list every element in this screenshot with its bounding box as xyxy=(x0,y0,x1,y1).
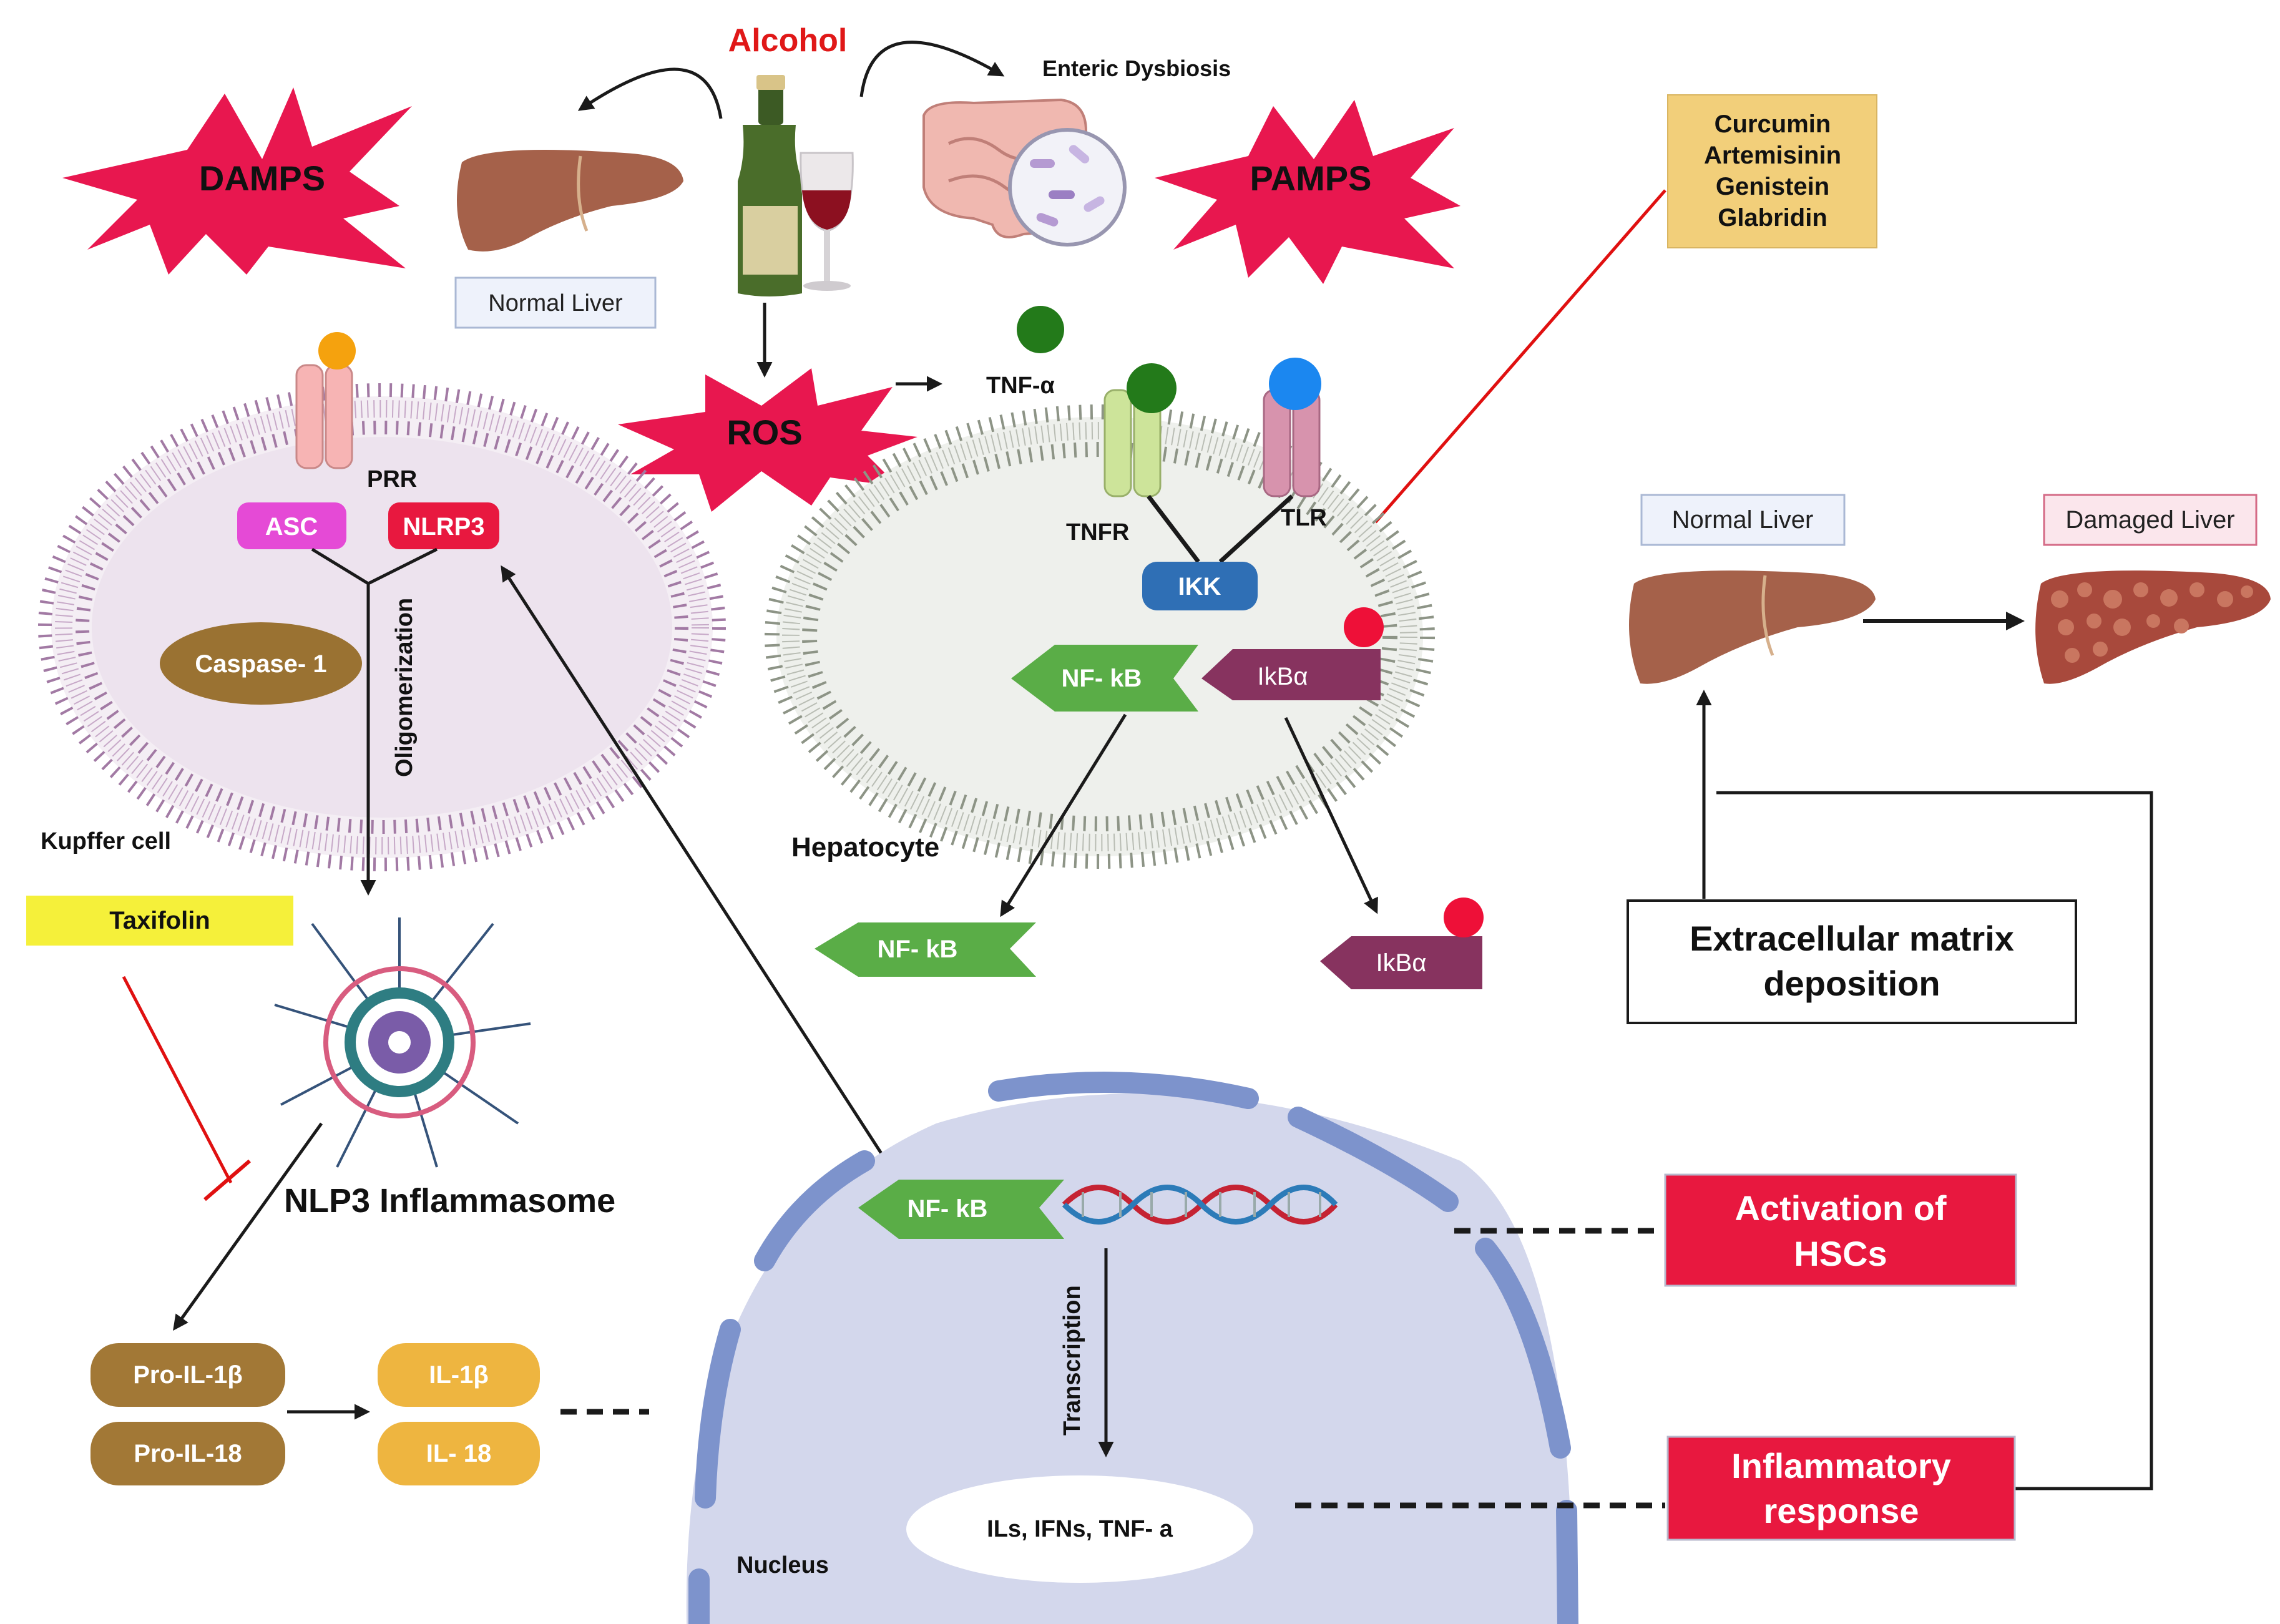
hsc-activation-box xyxy=(1664,1173,2017,1287)
normal-liver-right-icon xyxy=(1629,570,1876,684)
inflammatory-label-1: Inflammatory xyxy=(1731,1446,1951,1485)
hsc-label-1: Activation of xyxy=(1734,1188,1946,1228)
alcohol-label: Alcohol xyxy=(728,22,848,59)
il1b-pill xyxy=(378,1343,540,1407)
nlrp3-box xyxy=(388,502,499,549)
ecm-label-line1: Extracellular matrix xyxy=(1690,919,2014,958)
phosphate-dot-released xyxy=(1444,898,1484,937)
il18-pill xyxy=(378,1422,540,1485)
nfkb-released-label: NF- kB xyxy=(878,936,958,963)
arrow-nfkb-release xyxy=(1000,713,1127,917)
ikba-shape xyxy=(1201,649,1381,700)
hsc-label-2: HSCs xyxy=(1794,1234,1887,1273)
ecm-label-line2: deposition xyxy=(1763,964,1940,1003)
pro-il1b-label: Pro-IL-1β xyxy=(133,1361,243,1389)
alcohol-group: Alcohol xyxy=(728,22,854,296)
receptors-to-ikk xyxy=(1147,494,1294,564)
nfkb-released-shape xyxy=(815,922,1036,977)
tnfr-label: TNFR xyxy=(1066,519,1129,545)
ikba-released-shape xyxy=(1320,936,1482,989)
dna-helix-icon xyxy=(1062,1185,1338,1225)
nucleus-nfkb-label: NF- kB xyxy=(908,1195,988,1223)
hepatocyte-label: Hepatocyte xyxy=(791,832,939,863)
ikk-box xyxy=(1142,562,1258,610)
inhibition-line-taxifolin xyxy=(122,976,233,1184)
damaged-liver-icon xyxy=(2035,570,2271,684)
arrow-alcohol-to-gut xyxy=(859,41,1005,97)
normal-liver-top-box xyxy=(454,276,657,329)
tlr-receptor xyxy=(1263,358,1321,497)
arrow-alcohol-to-liver xyxy=(577,67,723,119)
kupffer-cell-label: Kupffer cell xyxy=(41,828,171,854)
normal-liver-right-label: Normal Liver xyxy=(1672,506,1814,534)
nfkb-label: NF- kB xyxy=(1062,665,1142,692)
enteric-dysbiosis-label: Enteric Dysbiosis xyxy=(1042,56,1231,81)
ikba-label: IkBα xyxy=(1258,663,1308,690)
oligomerization-label: Oligomerization xyxy=(391,598,418,777)
pro-il1b-pill xyxy=(91,1343,285,1407)
damps-label: DAMPS xyxy=(199,159,325,198)
ikk-label: IKK xyxy=(1178,573,1221,600)
arrow-ikba-release xyxy=(1284,717,1378,914)
inflammatory-response-box xyxy=(1666,1436,2016,1541)
damaged-liver-label: Damaged Liver xyxy=(2065,506,2234,534)
compound-1: Curcumin xyxy=(1715,110,1831,138)
prr-label: PRR xyxy=(367,466,417,492)
tnf-alpha-label: TNF-α xyxy=(986,373,1055,399)
inflammatory-label-2: response xyxy=(1764,1491,1919,1530)
nucleus-label: Nucleus xyxy=(736,1552,829,1578)
transcription-label: Transcription xyxy=(1059,1285,1085,1436)
pamps-burst: PAMPS xyxy=(1155,100,1460,284)
normal-liver-right-box xyxy=(1640,494,1846,546)
nlp3-inflammasome-icon xyxy=(274,917,531,1168)
phosphate-dot xyxy=(1344,607,1384,647)
champagne-bottle-icon xyxy=(738,75,802,296)
caspase-oval xyxy=(160,622,362,705)
pro-il18-pill xyxy=(91,1422,285,1485)
asc-label: ASC xyxy=(265,513,318,541)
feedback-line xyxy=(1716,791,2153,1490)
tnfr-receptor xyxy=(1103,363,1177,497)
ikba-released-label: IkBα xyxy=(1376,949,1427,977)
products-label: ILs, IFNs, TNF- a xyxy=(987,1516,1173,1542)
taxifolin-box xyxy=(26,896,293,946)
il1b-label: IL-1β xyxy=(429,1361,489,1389)
arrow-nfkb-to-nlrp3 xyxy=(501,565,891,1167)
inflammasome-label: NLP3 Inflammasome xyxy=(284,1182,615,1220)
damps-burst: DAMPS xyxy=(62,87,412,275)
damaged-liver-box xyxy=(2043,494,2258,546)
nlrp3-label: NLRP3 xyxy=(403,513,484,541)
normal-liver-top-label: Normal Liver xyxy=(488,290,623,316)
il18-label: IL- 18 xyxy=(426,1440,491,1467)
compound-3: Genistein xyxy=(1716,173,1829,200)
caspase-label: Caspase- 1 xyxy=(195,650,326,678)
ros-burst: ROS xyxy=(618,368,917,512)
inhibition-bar-taxifolin xyxy=(203,1159,251,1201)
arrow-inflammasome-to-pro-il xyxy=(173,1122,323,1331)
nucleus-nfkb-shape xyxy=(858,1180,1064,1239)
compound-2: Artemisinin xyxy=(1704,142,1841,169)
pamps-label: PAMPS xyxy=(1250,159,1372,198)
ecm-box xyxy=(1627,899,2077,1024)
ros-label: ROS xyxy=(727,413,802,452)
tlr-label: TLR xyxy=(1281,505,1327,531)
normal-liver-top-icon xyxy=(457,150,683,252)
kupffer-cell xyxy=(38,383,726,871)
prr-receptor xyxy=(295,332,356,469)
wine-glass-icon xyxy=(800,152,854,291)
asc-nlrp3-junction xyxy=(311,547,438,893)
taxifolin-label: Taxifolin xyxy=(109,907,210,934)
compound-inhibitors-box xyxy=(1667,94,1877,248)
pro-il18-label: Pro-IL-18 xyxy=(134,1440,242,1467)
asc-box xyxy=(237,502,346,549)
products-oval xyxy=(906,1475,1253,1583)
nfkb-arrow-shape xyxy=(1011,645,1198,712)
microbes-icon xyxy=(1008,128,1127,247)
tnf-alpha-ligand xyxy=(1017,306,1064,353)
compound-4: Glabridin xyxy=(1718,204,1827,232)
